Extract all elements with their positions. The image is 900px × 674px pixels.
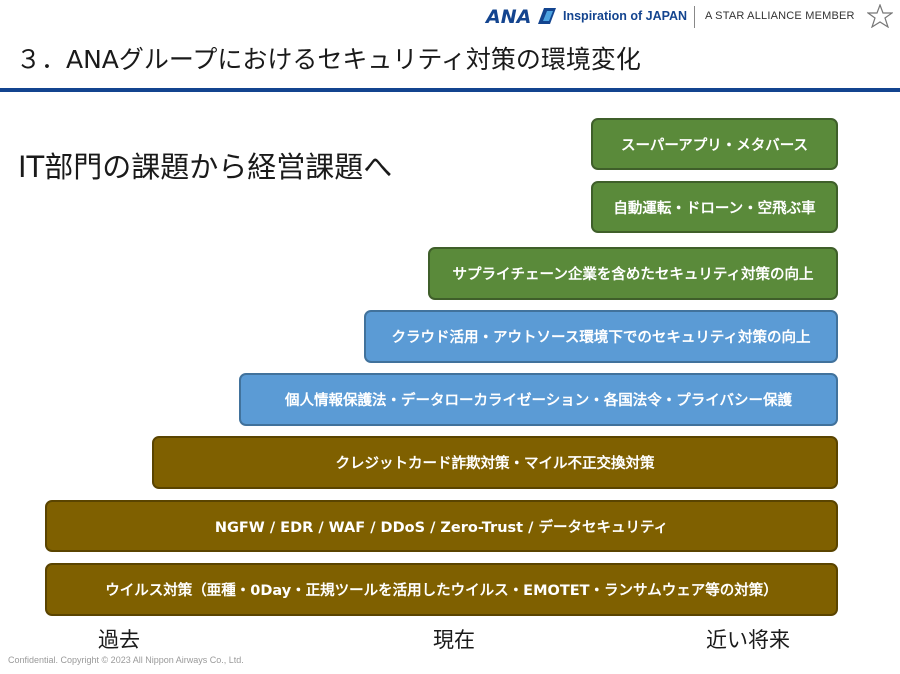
timeline-present: 現在: [433, 628, 475, 652]
bar-cloud-outsource-security: クラウド活用・アウトソース環境下でのセキュリティ対策の向上: [364, 310, 838, 363]
bar-supply-chain-security: サプライチェーン企業を含めたセキュリティ対策の向上: [428, 247, 838, 300]
bar-virus-countermeasures: ウイルス対策（亜種・0Day・正規ツールを活用したウイルス・EMOTET・ランサ…: [45, 563, 838, 616]
ana-logo-mark-icon: [538, 8, 556, 24]
page-title: ３．ANAグループにおけるセキュリティ対策の環境変化: [16, 45, 641, 74]
alliance-label: A STAR ALLIANCE MEMBER: [705, 10, 855, 22]
star-alliance-icon: [867, 4, 893, 28]
timeline-future: 近い将来: [706, 628, 790, 652]
copyright-footer: Confidential. Copyright © 2023 All Nippo…: [8, 655, 244, 665]
header-divider: [694, 6, 695, 28]
bar-network-security-tech: NGFW / EDR / WAF / DDoS / Zero-Trust / デ…: [45, 500, 838, 552]
title-underline: [0, 88, 900, 92]
timeline-past: 過去: [98, 628, 140, 652]
ana-logo: ANA: [486, 6, 532, 28]
slide-header: ANA Inspiration of JAPAN A STAR ALLIANCE…: [0, 0, 900, 90]
bar-super-app-metaverse: スーパーアプリ・メタバース: [591, 118, 838, 170]
slide-subtitle: IT部門の課題から経営課題へ: [18, 150, 393, 184]
bar-fraud-countermeasures: クレジットカード詐欺対策・マイル不正交換対策: [152, 436, 838, 489]
bar-privacy-regulation: 個人情報保護法・データローカライゼーション・各国法令・プライバシー保護: [239, 373, 838, 426]
tagline: Inspiration of JAPAN: [563, 9, 688, 23]
bar-autonomous-drone: 自動運転・ドローン・空飛ぶ車: [591, 181, 838, 233]
